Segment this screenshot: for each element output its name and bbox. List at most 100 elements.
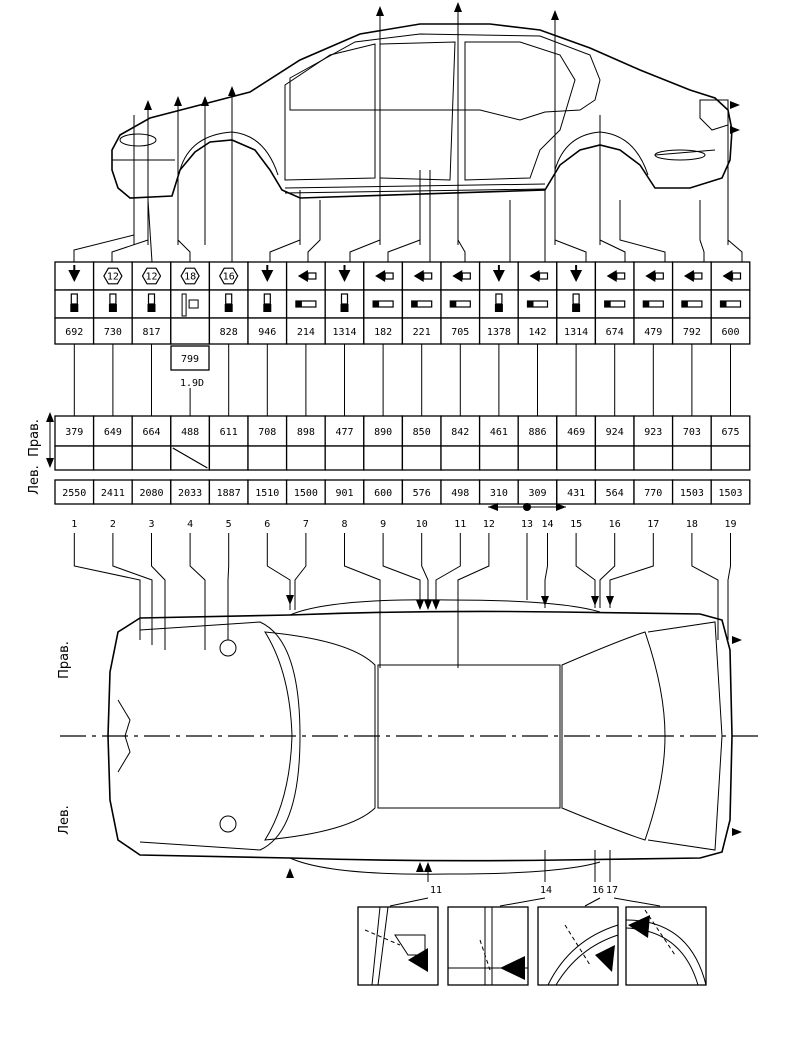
index-leaders — [73, 533, 731, 668]
height-value: 705 — [451, 327, 469, 338]
side-label-left-bottom: Лев. — [57, 805, 72, 835]
point-index: 14 — [541, 519, 553, 530]
width-blank-cell — [671, 445, 712, 471]
side-label-right-top: Прав. — [27, 419, 42, 457]
point-index: 12 — [483, 519, 495, 530]
width-blank-cell — [594, 445, 635, 471]
point-index: 10 — [416, 519, 428, 530]
length-value: 1503 — [680, 488, 704, 499]
height-value: 817 — [142, 327, 160, 338]
width-blank-cell — [401, 445, 442, 471]
width-value: 924 — [606, 427, 624, 438]
width-value: 664 — [142, 427, 160, 438]
point-index: 5 — [226, 519, 232, 530]
length-value: 2550 — [62, 488, 86, 499]
fixture-icon — [295, 300, 317, 308]
point-index: 15 — [570, 519, 582, 530]
detail-inset-16 — [537, 906, 619, 986]
height-value: 730 — [104, 327, 122, 338]
width-value: 703 — [683, 427, 701, 438]
width-blank-cell — [131, 445, 172, 471]
width-cell — [131, 415, 172, 447]
fixture-icon — [494, 293, 503, 312]
hex-label: 12 — [145, 272, 157, 283]
hex-label: 16 — [223, 272, 235, 283]
width-value: 477 — [335, 427, 353, 438]
height-value: 1378 — [487, 327, 511, 338]
height-value: 792 — [683, 327, 701, 338]
length-cell — [170, 479, 211, 505]
side-label-left-top: Лев. — [27, 465, 42, 495]
fixture-icon — [224, 293, 233, 312]
width-blank-cell — [478, 445, 519, 471]
top-cell — [170, 317, 211, 345]
fixture-icon — [449, 300, 471, 308]
height-value: 946 — [258, 327, 276, 338]
width-blank-cell — [54, 445, 95, 471]
point-index: 2 — [110, 519, 116, 530]
width-blank-cell — [208, 445, 249, 471]
fixture-icon — [604, 300, 626, 308]
point-index: 13 — [521, 519, 533, 530]
length-value: 576 — [413, 488, 431, 499]
arrow-left-icon — [413, 270, 433, 282]
top-cell — [710, 317, 751, 345]
arrow-left-icon — [722, 270, 742, 282]
length-value: 309 — [528, 488, 546, 499]
detail-inset-14 — [447, 906, 529, 986]
width-value: 649 — [104, 427, 122, 438]
arrow-down-icon — [570, 265, 583, 282]
width-blank-cell — [517, 445, 558, 471]
point-index: 7 — [303, 519, 309, 530]
fixture-icon — [372, 300, 394, 308]
length-cell — [710, 479, 751, 505]
width-value: 469 — [567, 427, 585, 438]
arrow-down-icon — [492, 265, 505, 282]
length-value: 1500 — [294, 488, 318, 499]
width-value: 611 — [220, 427, 238, 438]
arrow-left-icon — [375, 270, 394, 282]
sub-box: 799 1.9D — [170, 345, 210, 389]
width-blank-cell — [324, 445, 365, 471]
arrow-left-icon — [297, 270, 317, 282]
center-marker — [488, 503, 566, 511]
icon-leaders — [73, 199, 743, 263]
arrow-down-icon — [338, 265, 351, 282]
length-value: 1887 — [217, 488, 241, 499]
point-index: 11 — [454, 519, 466, 530]
arrow-left-icon — [645, 270, 664, 282]
point-index: 4 — [187, 519, 193, 530]
hex-label: 18 — [184, 272, 196, 283]
height-value: 221 — [413, 327, 431, 338]
hex-size-icon: 16 — [219, 267, 239, 285]
width-cell — [401, 415, 442, 447]
width-blank-cell — [247, 445, 288, 471]
width-value: 488 — [181, 427, 199, 438]
width-value: 675 — [721, 427, 739, 438]
callout-17: 17 — [606, 885, 618, 896]
side-label-right-bottom: Прав. — [57, 641, 72, 679]
length-cell — [671, 479, 712, 505]
length-cell — [208, 479, 249, 505]
side-view-arrowheads — [144, 2, 740, 134]
point-index: 3 — [148, 519, 154, 530]
length-value: 431 — [567, 488, 585, 499]
side-view-leaders — [133, 6, 729, 245]
callout-14: 14 — [540, 885, 552, 896]
car-top-view — [107, 599, 733, 875]
top-cell — [131, 317, 172, 345]
top-cell — [92, 317, 133, 345]
fixture-icon — [340, 293, 349, 312]
length-value: 2080 — [139, 488, 163, 499]
hex-size-icon: 18 — [180, 267, 200, 285]
callout-leaders — [389, 850, 661, 907]
width-value: 842 — [451, 427, 469, 438]
fixture-icon — [526, 300, 549, 308]
length-value: 770 — [644, 488, 662, 499]
length-cell — [363, 479, 404, 505]
fixture-icon — [411, 300, 433, 308]
fixture-icon — [642, 300, 664, 308]
